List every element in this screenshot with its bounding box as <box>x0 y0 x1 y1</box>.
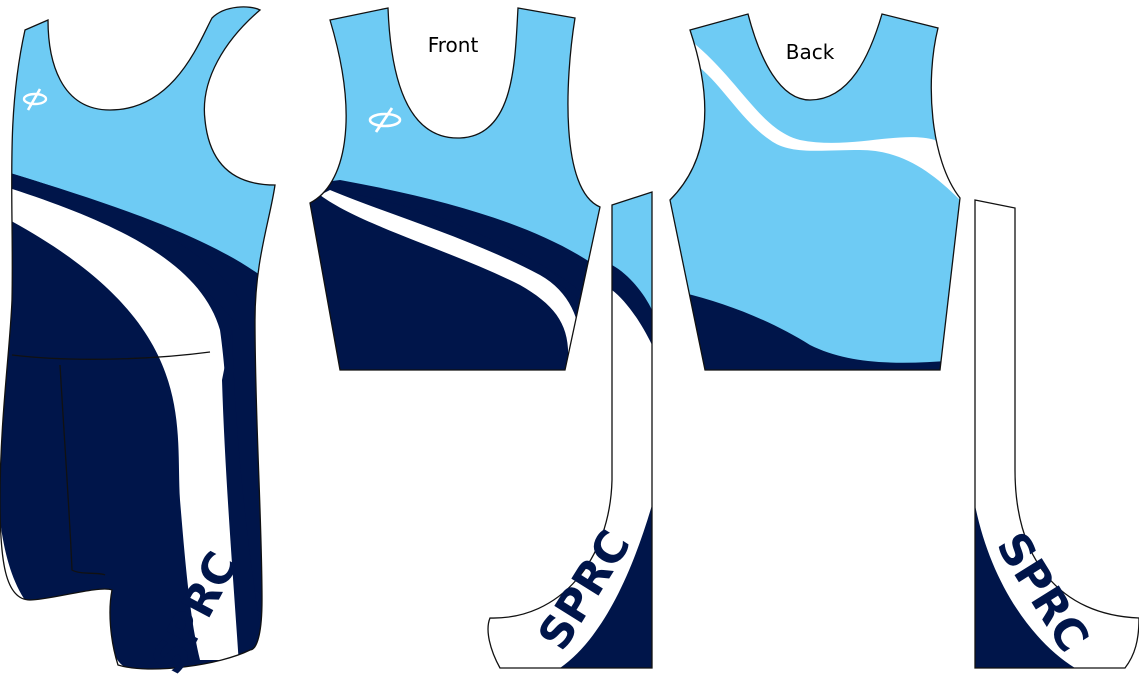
back-panel: Back <box>669 13 961 371</box>
side-left-navy-stripe <box>612 265 652 345</box>
front-light-blue <box>310 8 600 285</box>
waist-seam <box>11 351 211 360</box>
front-label: Front <box>428 33 479 57</box>
back-outline <box>669 13 961 371</box>
side-right-outline <box>974 199 1139 669</box>
side-right-navy-corner <box>975 505 1075 668</box>
front-outline <box>309 7 601 371</box>
leg-seam <box>59 364 106 576</box>
suit-white-swoosh <box>0 185 262 660</box>
side-left-navy-corner <box>560 505 652 668</box>
suit-3d-outline <box>0 6 276 670</box>
front-white-swoosh <box>320 190 582 370</box>
back-label: Back <box>786 40 835 64</box>
back-navy-hem <box>670 290 960 370</box>
side-left-outline <box>487 191 653 669</box>
front-panel: Front <box>309 7 601 371</box>
side-panel-right: SPRC <box>974 199 1139 669</box>
unisuit-3d-view: SPRC <box>0 6 276 681</box>
suit-navy-side <box>222 330 262 670</box>
phi-logo-icon <box>22 88 48 111</box>
phi-logo-icon-front <box>368 107 402 133</box>
